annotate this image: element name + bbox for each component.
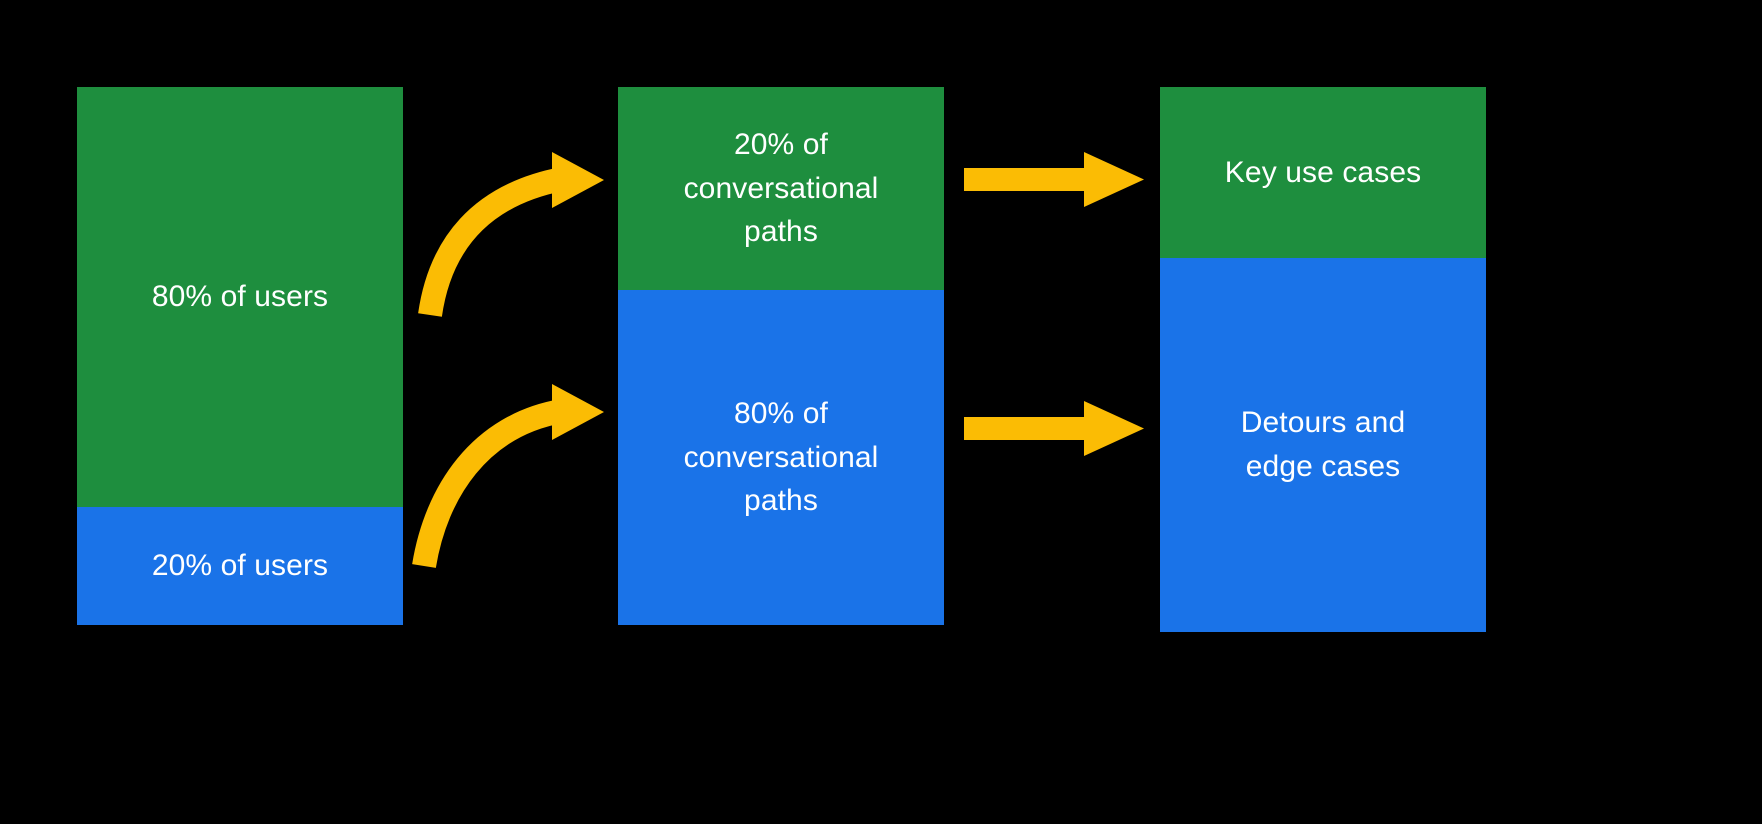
straight-arrow-upper-head bbox=[1084, 152, 1144, 207]
segment-paths-major-label: 80% of conversational paths bbox=[683, 396, 879, 518]
segment-key-use-cases[interactable]: Key use cases bbox=[1160, 87, 1486, 258]
segment-paths-minor[interactable]: 20% of conversational paths bbox=[618, 87, 944, 290]
segment-users-minor[interactable]: 20% of users bbox=[77, 507, 403, 625]
curved-arrow-lower-head bbox=[552, 384, 604, 440]
curved-arrow-lower-shaft bbox=[412, 399, 565, 569]
straight-arrow-paths-minor-to-key-use-cases bbox=[964, 152, 1144, 207]
curved-arrow-upper-shaft bbox=[418, 167, 565, 317]
curved-arrow-upper-head bbox=[552, 152, 604, 208]
column-conversational-paths: 20% of conversational paths 80% of conve… bbox=[618, 87, 944, 625]
segment-paths-minor-label: 20% of conversational paths bbox=[683, 127, 879, 249]
segment-users-minor-label: 20% of users bbox=[151, 549, 329, 583]
straight-arrow-upper-shaft bbox=[964, 168, 1084, 191]
curved-arrow-users-major-to-paths-minor bbox=[418, 152, 604, 317]
straight-arrow-lower-head bbox=[1084, 401, 1144, 456]
straight-arrow-lower-shaft bbox=[964, 417, 1084, 440]
segment-users-major-label: 80% of users bbox=[151, 280, 329, 314]
segment-detours-edge-cases[interactable]: Detours and edge cases bbox=[1160, 258, 1486, 632]
segment-paths-major[interactable]: 80% of conversational paths bbox=[618, 290, 944, 625]
column-outcomes: Key use cases Detours and edge cases bbox=[1160, 87, 1486, 632]
column-users: 80% of users 20% of users bbox=[77, 87, 403, 625]
segment-key-use-cases-label: Key use cases bbox=[1224, 155, 1422, 189]
segment-detours-edge-cases-label: Detours and edge cases bbox=[1240, 406, 1406, 483]
segment-users-major[interactable]: 80% of users bbox=[77, 87, 403, 507]
curved-arrow-users-minor-to-paths-major bbox=[412, 384, 604, 569]
straight-arrow-paths-major-to-detours bbox=[964, 401, 1144, 456]
